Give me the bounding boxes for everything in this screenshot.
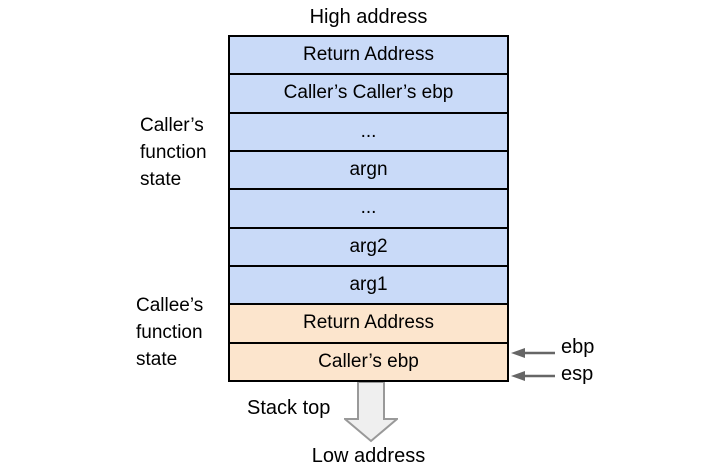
low-address-label: Low address [311,445,426,467]
stack-top-label: Stack top [247,397,331,419]
stack-row: arg2 [230,226,507,265]
caller-function-state-label: Caller’s function state [140,115,207,190]
ebp-register-label: ebp [561,336,595,358]
stack-row: argn [230,149,507,189]
esp-pointer-arrow-icon [511,371,555,381]
stack-row: ... [230,188,507,227]
esp-register-label: esp [561,363,594,385]
stack-row: Caller’s ebp [230,341,507,380]
stack-row: arg1 [230,264,507,304]
stack-row: ... [230,111,507,150]
callee-function-state-label: Callee’s function state [136,295,204,370]
stack-row: Return Address [230,37,507,74]
stack-row: Return Address [230,303,507,342]
high-address-label: High address [309,6,428,28]
ebp-pointer-arrow-icon [511,348,555,358]
stack-row: Caller’s Caller’s ebp [230,73,507,112]
stack-growth-arrow-icon [344,382,398,443]
